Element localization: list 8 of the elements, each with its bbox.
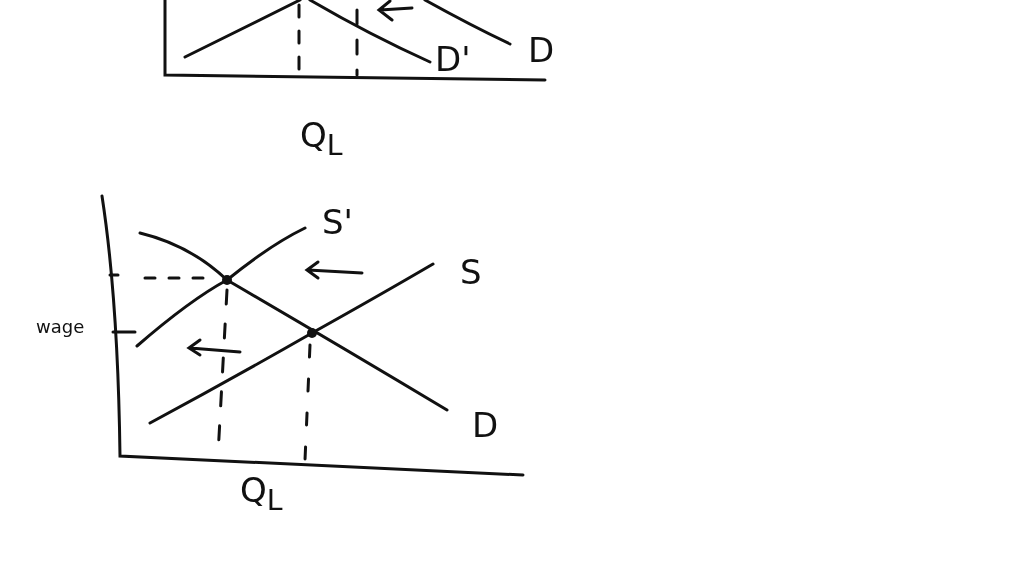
axis-label: Q$_{L}$ <box>240 473 283 516</box>
curve-label: D <box>472 408 499 442</box>
axis-label: Q$_{L}$ <box>300 118 343 161</box>
curve-label: D <box>528 33 555 67</box>
axis-label: wage <box>36 318 85 336</box>
curve-label: D' <box>435 42 471 76</box>
curve-label: S <box>460 255 482 289</box>
curve-label: S' <box>322 205 353 239</box>
